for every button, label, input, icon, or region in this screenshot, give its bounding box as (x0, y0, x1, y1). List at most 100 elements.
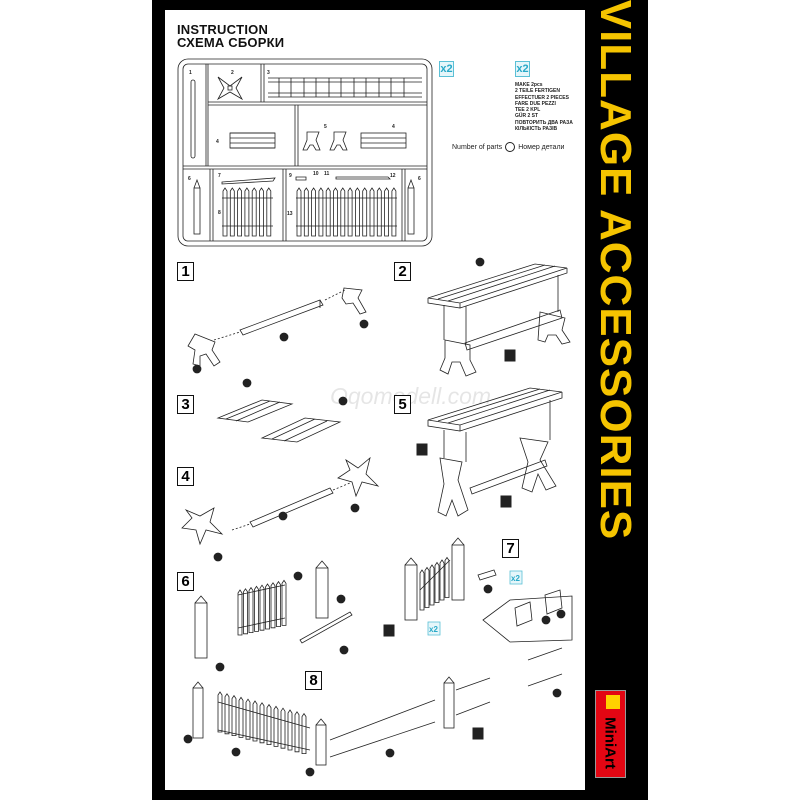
fence-picket (259, 187, 264, 237)
fence-picket (318, 187, 324, 237)
step-4-drawing (181, 456, 380, 546)
callout: 11 (556, 609, 566, 619)
fence-picket (439, 559, 445, 601)
make-line: GÜR 2 ST (515, 113, 539, 120)
sprue-label: 3 (267, 70, 270, 76)
fence-picket (222, 187, 228, 237)
callout-text: 4 (245, 381, 249, 387)
callout: 4 (242, 378, 252, 388)
callout: 12 (279, 332, 289, 342)
step-5-drawing (427, 387, 563, 517)
callout: 6 (183, 734, 193, 744)
fence-picket (384, 187, 389, 237)
make-line: КІЛЬКІСТЬ РАЗІВ (515, 126, 558, 133)
sprue-label: 6 (418, 176, 421, 182)
callout-text: 13 (232, 750, 239, 756)
callout: 4 (475, 257, 485, 267)
fence-picket (296, 187, 302, 237)
fence-picket (333, 187, 338, 237)
callout-text: 9 (486, 587, 490, 593)
step-2-label: 2 (394, 262, 411, 281)
fence-picket (224, 693, 230, 735)
fence-picket (280, 707, 286, 749)
step-7-label: 7 (502, 539, 519, 558)
sprue-label: 4 (392, 124, 395, 130)
callout-text: 6 (339, 597, 343, 603)
fence-picket (391, 187, 397, 237)
fence-picket (340, 187, 346, 237)
fence-picket (243, 588, 248, 635)
callout-text: 13 (386, 751, 393, 757)
fence-picket (259, 702, 265, 744)
fence-picket (281, 579, 287, 626)
fence-picket (362, 187, 368, 237)
callout: 6 (336, 594, 346, 604)
legend-number-of-parts: Number of parts (452, 143, 503, 151)
callout-text: x2 (429, 625, 438, 634)
sprue-label: 4 (216, 139, 219, 145)
step-4-label: 4 (177, 467, 194, 486)
sprue-label: 6 (188, 176, 191, 182)
step-3-drawing (216, 399, 342, 443)
sprue-label: 13 (287, 211, 293, 217)
callout: 6 (215, 662, 225, 672)
callout-text: 3 (419, 445, 424, 455)
sprue-label: 2 (231, 70, 234, 76)
fence-picket (265, 583, 270, 630)
sprue-multiplier-badge: x2 (439, 61, 454, 77)
sprue-label: 11 (324, 171, 330, 177)
callout: 2 (350, 503, 360, 513)
sprue-label: 12 (390, 173, 396, 179)
make-line: 2 TEILE FERTIGEN (515, 88, 561, 95)
fence-picket (303, 187, 309, 237)
fence-picket (347, 187, 353, 237)
title-russian: СХЕМА СБОРКИ (177, 35, 285, 50)
instruction-page (165, 10, 585, 790)
sprue-part-numbers: 1 2 3 4 5 4 6 7 8 9 10 11 12 13 6 (188, 70, 421, 217)
fence-picket (355, 187, 360, 237)
step-6-drawing (194, 560, 353, 659)
step-1-label: 1 (177, 262, 194, 281)
sprue-label: 8 (218, 210, 221, 216)
fence-picket (244, 187, 250, 237)
make-line: MAKE 2pcs (515, 82, 543, 88)
callout-text: 12 (280, 335, 287, 341)
step-6-label: 6 (177, 572, 194, 591)
sprue-label: 9 (289, 173, 292, 179)
step-2-drawing (427, 263, 571, 377)
fence-picket (325, 187, 331, 237)
callout-text: 10 (542, 618, 549, 624)
make-line: FARE DUE PEZZI (515, 100, 556, 107)
callout-text: 5 (195, 367, 199, 373)
step-8-drawing (192, 647, 563, 766)
callout: 10 (541, 615, 551, 625)
fence-picket (231, 694, 237, 736)
fence-picket (252, 700, 258, 742)
callout-text: 6 (218, 665, 222, 671)
callout-text: 1 (281, 514, 285, 520)
parts-legend: Number of parts Номер детали (452, 142, 564, 152)
callouts: 5 12 5 4 1 4 4 2 1 2 3 4 8 6 6 7 9 6 x2 … (183, 257, 566, 777)
fence-picket (287, 709, 293, 751)
callout: 2 (213, 552, 223, 562)
fence-picket (266, 703, 272, 745)
callout-text: 8 (296, 574, 300, 580)
sprue-label: 1 (189, 70, 192, 76)
fence-picket (270, 582, 276, 629)
fence-picket (311, 187, 316, 237)
make-line: ПОВТОРИТЬ ДВА РАЗА (515, 119, 573, 126)
circle-icon (505, 142, 516, 152)
callout-text: 5 (362, 322, 366, 328)
title-english: INSTRUCTION (177, 22, 269, 37)
fence-picket (266, 187, 272, 237)
fence-picket (444, 556, 450, 598)
callout: 1 (278, 511, 288, 521)
logo-square (606, 695, 620, 709)
callout: 13 (385, 748, 395, 758)
fence-picket (369, 187, 375, 237)
callout-text: x2 (511, 574, 520, 583)
fence-picket (424, 566, 430, 608)
callout-text: 6 (186, 737, 190, 743)
fence-picket (276, 580, 281, 627)
fence-picket (429, 564, 435, 606)
